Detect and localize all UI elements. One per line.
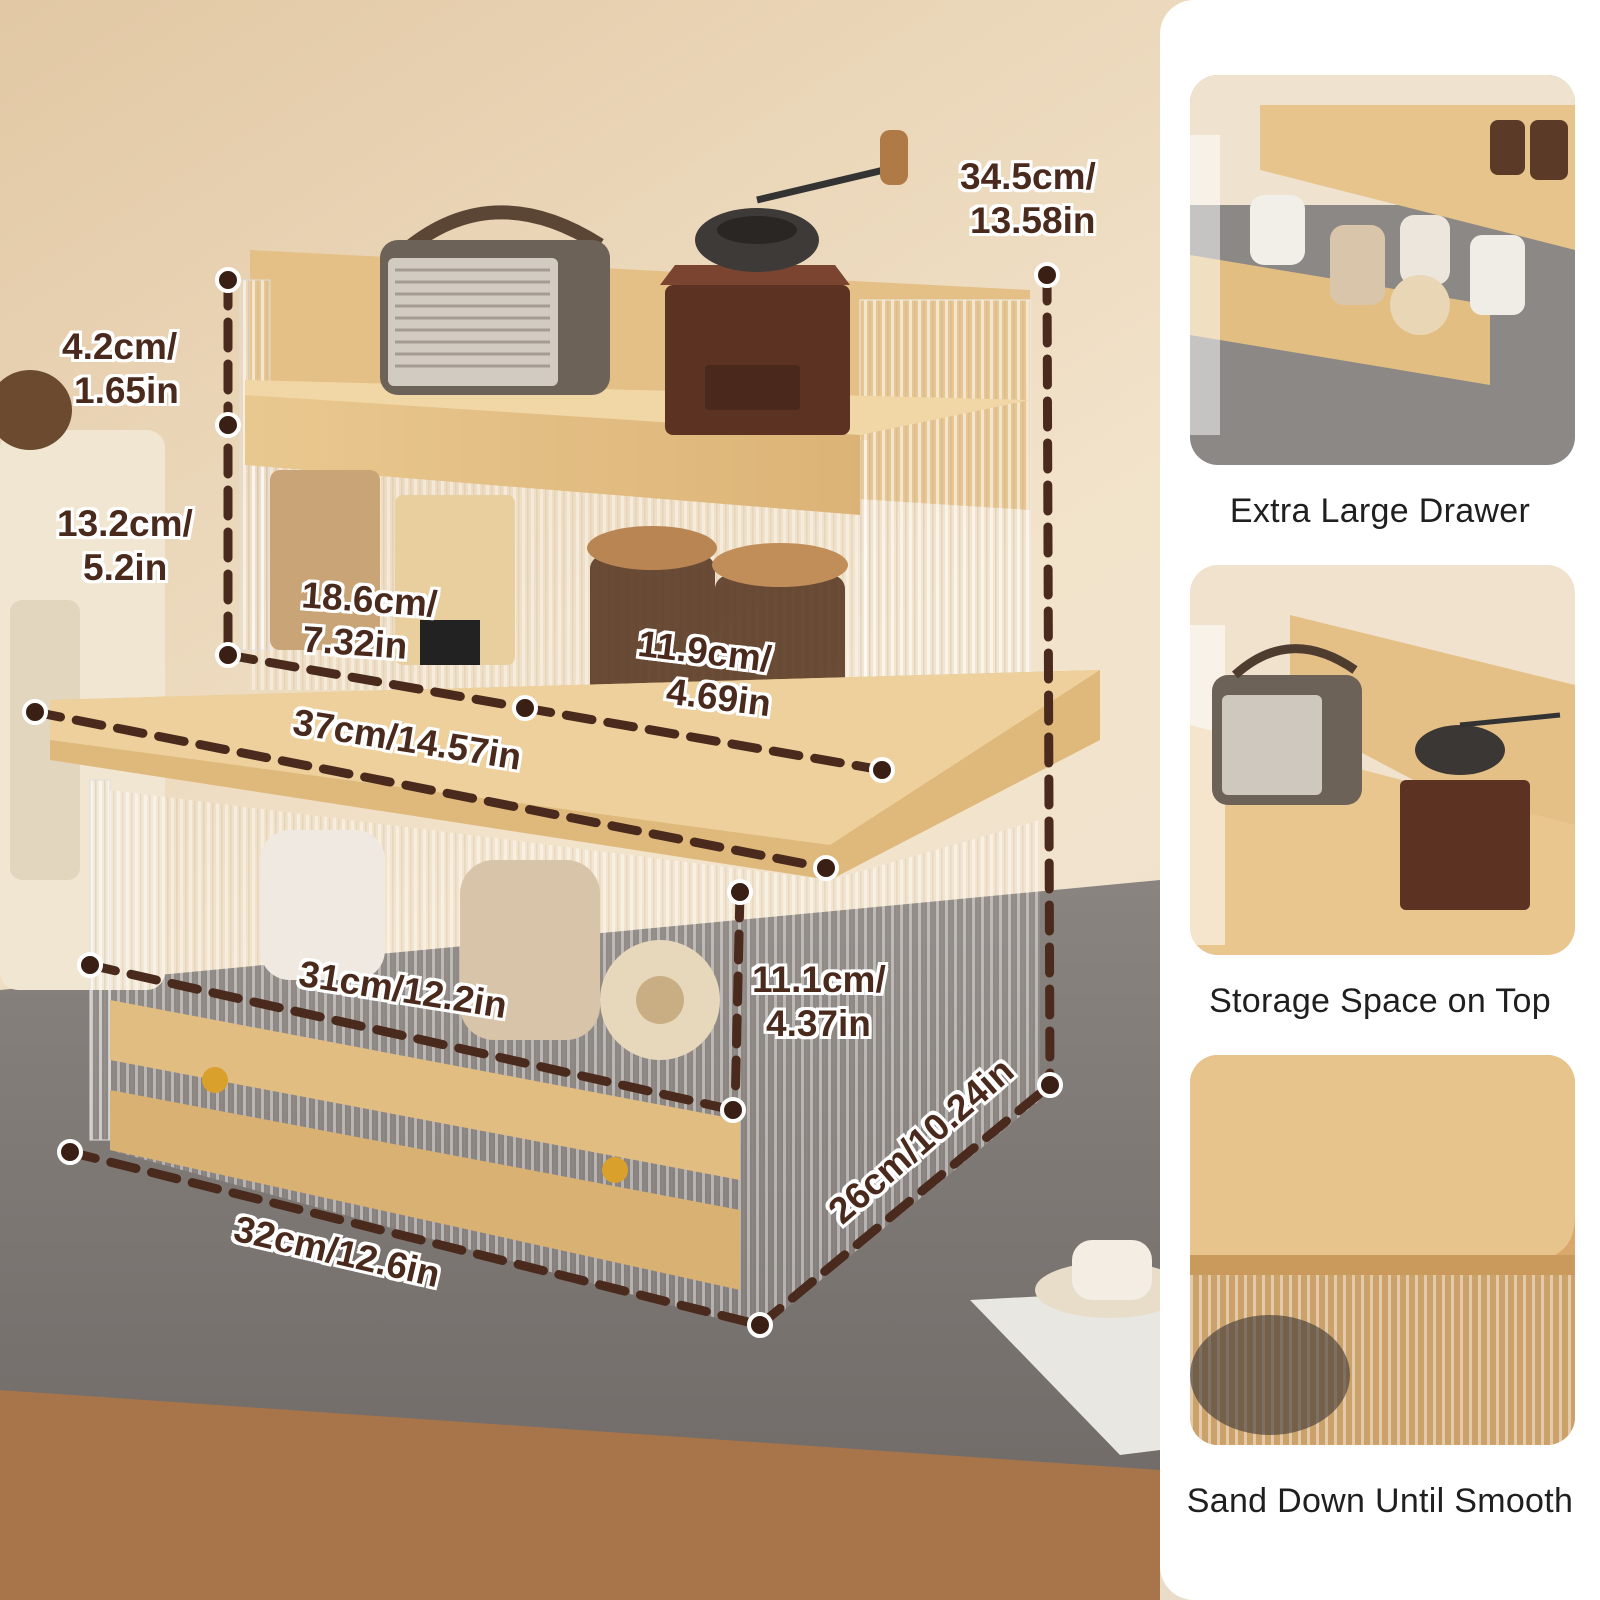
- dim-line-top-height: [1042, 270, 1055, 1090]
- feature-caption-drawer: Extra Large Drawer: [1229, 492, 1531, 530]
- dim-label-top-height: 34.5cm/ 13.58in: [960, 156, 1096, 241]
- dim-label-upper-compartment-width: 18.6cm/ 7.32in: [300, 574, 439, 667]
- dim-line-lower-height: [730, 887, 745, 1115]
- dimension-lines: [30, 270, 1055, 1330]
- dim-line-base-depth: [755, 1080, 1055, 1330]
- feature-thumb-drawer: [1190, 75, 1575, 465]
- feature-panel: Extra Large Drawer Storage Space on Top …: [1160, 0, 1600, 1600]
- feature-thumb-smooth-edge: [1190, 1055, 1575, 1445]
- smooth-edge-photo: [1190, 1055, 1575, 1445]
- dim-label-upper-compartment-depth: 11.9cm/ 4.69in: [635, 622, 774, 725]
- cabinet-front: [0, 1390, 1160, 1600]
- dim-line-upper-depth: [520, 703, 887, 775]
- feature-thumb-top-storage: [1190, 565, 1575, 955]
- organizer-shelf: [50, 250, 1100, 1330]
- dimension-endpoints: [22, 262, 1063, 1338]
- dim-label-rail-height: 4.2cm/ 1.65in: [62, 326, 179, 411]
- dim-label-upper-height: 13.2cm/ 5.2in: [57, 503, 193, 588]
- feature-caption-top-storage: Storage Space on Top: [1209, 982, 1551, 1020]
- dim-label-lower-height: 11.1cm/ 4.37in: [752, 959, 886, 1044]
- feature-caption-smooth-edge: Sand Down Until Smooth: [1186, 1482, 1574, 1520]
- coffee-grinder: [660, 130, 908, 435]
- top-storage-photo: [1190, 565, 1575, 955]
- dim-line-base-width: [65, 1147, 765, 1330]
- dim-line-upper-width: [223, 650, 530, 713]
- dim-line-lower-width: [85, 960, 738, 1115]
- retro-radio: [380, 205, 610, 395]
- dim-line-middle-width: [30, 707, 831, 873]
- coffee-cup-and-book: [970, 1240, 1185, 1455]
- drawer-photo: [1190, 75, 1575, 465]
